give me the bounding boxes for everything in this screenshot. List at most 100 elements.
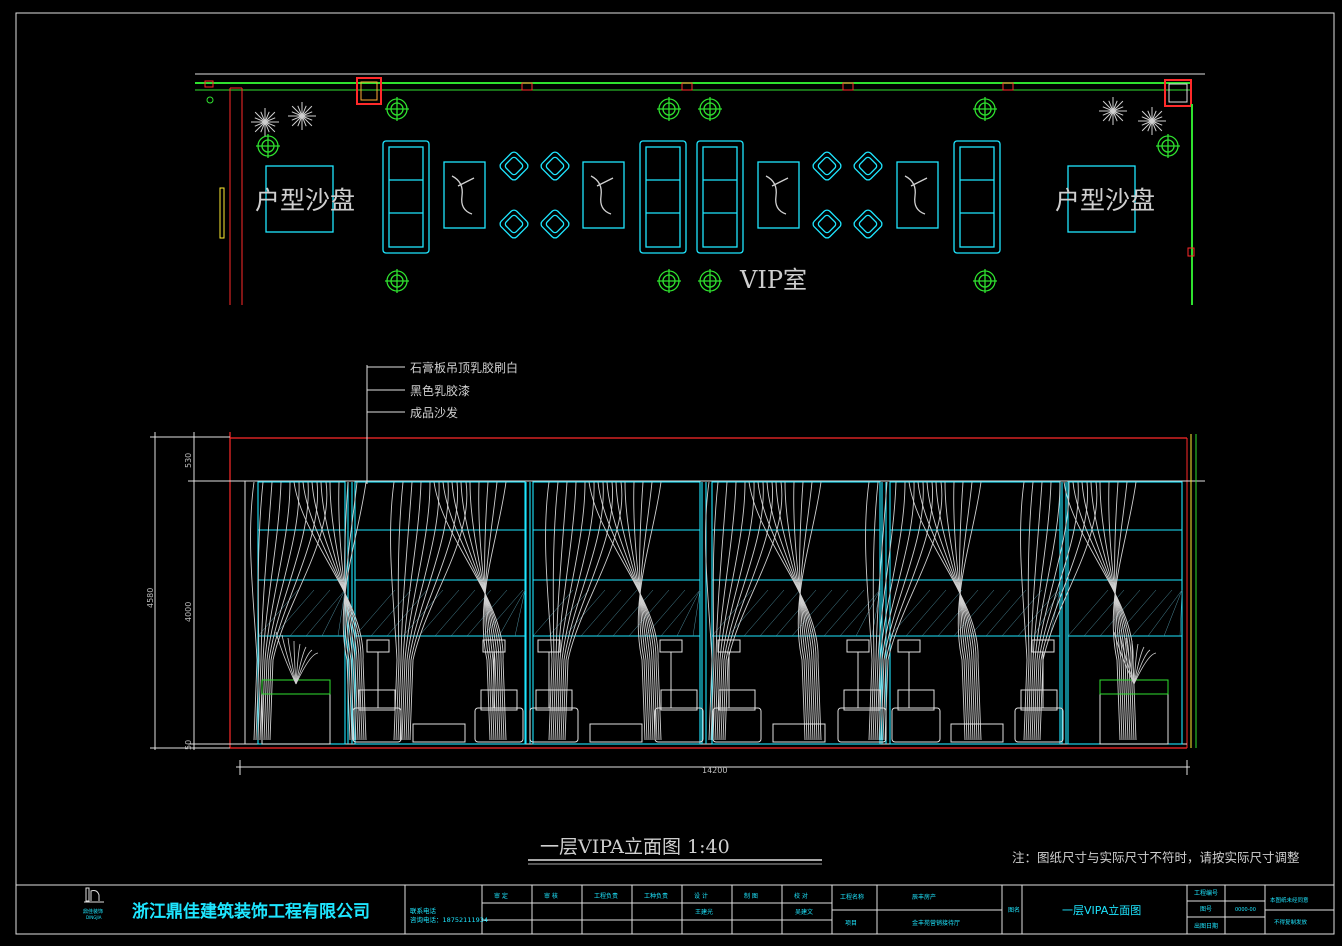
date-label: 出图日期 — [1194, 922, 1218, 930]
dim-width: 14200 — [702, 766, 727, 775]
artwork-icon — [757, 161, 800, 229]
project-value-1: 辰丰房产 — [912, 893, 936, 901]
stool-icon — [812, 151, 842, 181]
ceiling-light-icon — [385, 269, 409, 293]
curtain-icon — [250, 481, 367, 741]
ceiling-light-icon — [698, 97, 722, 121]
window-bay — [354, 481, 526, 745]
floor-lamp-icon — [482, 639, 506, 708]
room-label: VIP室 — [739, 266, 807, 294]
artwork-icon — [443, 161, 486, 229]
ceiling-light-icon — [973, 269, 997, 293]
dim-total-height: 4580 — [146, 588, 155, 608]
ceiling-light-icon — [657, 97, 681, 121]
code-label: 工程编号 — [1194, 889, 1218, 897]
ceiling-light-icon — [1156, 134, 1180, 158]
sheet-title: 一层VIPA立面图 — [1062, 903, 1141, 917]
armchair-icon — [1014, 689, 1064, 743]
sofa-icon — [696, 140, 744, 254]
sofa-icon — [639, 140, 687, 254]
coffee-table-icon — [412, 723, 466, 743]
drawing-frame — [15, 12, 1335, 935]
project-label-2: 项目 — [845, 920, 857, 927]
role-label: 制 图 — [744, 892, 758, 900]
drawing-note: 注：图纸尺寸与实际尺寸不符时，请按实际尺寸调整 — [1012, 850, 1300, 865]
floor-lamp-icon — [717, 639, 741, 708]
stool-icon — [499, 151, 529, 181]
logo-sub: DINGJIA — [86, 915, 102, 920]
ceiling-light-icon — [973, 97, 997, 121]
floor-lamp-icon — [897, 639, 921, 708]
callout-ceiling: 石膏板吊顶乳胶刷白 — [410, 360, 518, 375]
floor-lamp-icon — [366, 639, 390, 708]
floor-lamp-icon — [846, 639, 870, 708]
floor-lamp-icon — [1031, 639, 1055, 708]
sofa-icon — [953, 140, 1001, 254]
drawing-title: 一层VIPA立面图 1:40 — [540, 836, 730, 858]
dim-bottom: 50 — [184, 740, 193, 750]
dim-top: 530 — [184, 453, 193, 468]
model-label-left: 户型沙盘 — [255, 186, 355, 215]
curtain-icon — [865, 481, 982, 741]
coffee-table-icon — [950, 723, 1004, 743]
stool-icon — [540, 209, 570, 239]
armchair-icon — [529, 689, 579, 743]
role-label: 审 定 — [494, 892, 508, 900]
display-cabinet-icon — [1099, 631, 1169, 745]
contact-line-1: 联系电话 — [410, 906, 437, 915]
coffee-table-icon — [589, 723, 643, 743]
title-block — [15, 884, 1335, 935]
floor-lamp-icon — [659, 639, 683, 708]
stool-icon — [853, 209, 883, 239]
copyright-2: 不得复制发放 — [1274, 918, 1308, 926]
plant-icon — [251, 108, 279, 136]
role-label: 设 计 — [694, 892, 708, 900]
stool-icon — [540, 151, 570, 181]
armchair-icon — [837, 689, 887, 743]
callout-paint: 黑色乳胶漆 — [410, 383, 470, 398]
curtain-icon — [545, 481, 662, 741]
role-name: 王建光 — [695, 908, 713, 916]
model-label-right: 户型沙盘 — [1055, 186, 1155, 215]
project-value-2: 金丰苑营销接待厅 — [912, 919, 960, 927]
armchair-icon — [352, 689, 402, 743]
no-value: 0000-00 — [1235, 907, 1256, 913]
armchair-icon — [474, 689, 524, 743]
curtain-icon — [1020, 481, 1137, 741]
floor-plan — [195, 73, 1205, 305]
elevation-view — [150, 365, 1205, 775]
plant-icon — [1099, 97, 1127, 125]
ceiling-light-icon — [385, 97, 409, 121]
curtain-icon — [390, 481, 507, 741]
coffee-table-icon — [772, 723, 826, 743]
role-label: 审 核 — [544, 892, 558, 900]
sofa-icon — [382, 140, 430, 254]
floor-lamp-icon — [537, 639, 561, 708]
display-cabinet-icon — [261, 631, 331, 745]
dim-mid: 4000 — [184, 602, 193, 622]
armchair-icon — [712, 689, 762, 743]
ceiling-light-icon — [698, 269, 722, 293]
logo-caption: 鼎佳装饰 — [83, 908, 103, 915]
artwork-icon — [896, 161, 939, 229]
armchair-icon — [654, 689, 704, 743]
ceiling-light-icon — [657, 269, 681, 293]
role-name: 吴建文 — [795, 908, 813, 916]
sheet-label: 图名 — [1008, 906, 1020, 914]
window-bay — [711, 481, 881, 745]
role-label: 校 对 — [794, 892, 808, 900]
curtain-icon — [705, 481, 822, 741]
plant-icon — [288, 102, 316, 130]
ceiling-light-icon — [256, 134, 280, 158]
callout-sofa: 成品沙发 — [410, 405, 458, 420]
artwork-icon — [582, 161, 625, 229]
copyright-1: 本图纸未经同意 — [1270, 896, 1309, 904]
stool-icon — [499, 209, 529, 239]
armchair-icon — [891, 689, 941, 743]
stool-icon — [812, 209, 842, 239]
contact-line-2: 咨询电话：18752111934 — [410, 915, 488, 924]
project-label-1: 工程名称 — [840, 893, 864, 901]
stool-icon — [853, 151, 883, 181]
role-label: 工程负责 — [594, 892, 618, 900]
